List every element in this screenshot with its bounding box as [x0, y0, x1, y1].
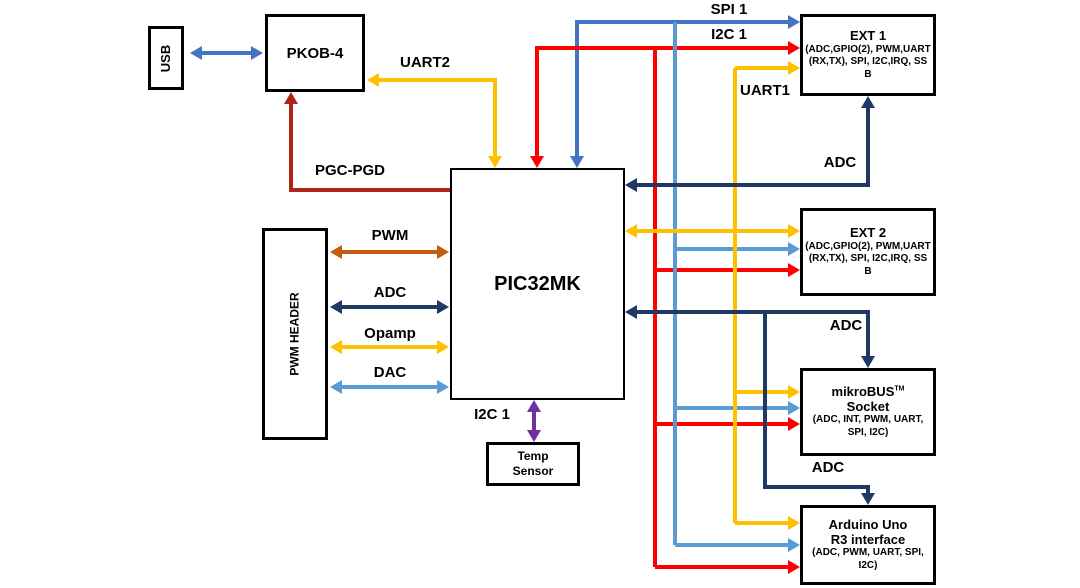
arduino-box: Arduino Uno R3 interface (ADC, PWM, UART… — [800, 505, 936, 585]
adc-lower-wire — [625, 305, 875, 505]
uart2-label: UART2 — [399, 54, 450, 71]
pgc-pgd-label: PGC-PGD — [314, 162, 385, 179]
ext2-box: EXT 2 (ADC,GPIO(2), PWM,UART (RX,TX), SP… — [800, 208, 936, 296]
adc-mikrobus-label: ADC — [829, 317, 863, 334]
dac-wire — [330, 380, 449, 394]
uart-trunk-wire — [625, 61, 800, 530]
temp-sensor-box: Temp Sensor — [486, 442, 580, 486]
adc-left-wire — [330, 300, 449, 314]
pwm-wire — [330, 245, 449, 259]
adc-ext1-label: ADC — [823, 154, 857, 171]
mikrobus-title2: Socket — [846, 398, 890, 414]
temp-sensor-label-line1: Temp — [517, 449, 549, 463]
spi1-wire — [570, 15, 800, 168]
opamp-wire — [330, 340, 449, 354]
arduino-detail: (ADC, PWM, UART, SPI, I2C) — [812, 547, 924, 571]
arduino-title-line2: R3 interface — [830, 531, 906, 547]
usb-label: USB — [158, 44, 174, 72]
pgc-pgd-wire — [284, 92, 450, 192]
pwm-label: PWM — [371, 227, 409, 244]
i2c-temp-wire — [527, 400, 541, 442]
mikrobus-title: mikroBUSTM — [831, 383, 905, 399]
arduino-title-line1: Arduino Uno — [828, 516, 908, 532]
ext1-detail: (ADC,GPIO(2), PWM,UART (RX,TX), SPI, I2C… — [805, 43, 931, 80]
opamp-label: Opamp — [364, 325, 416, 342]
spi-trunk-wire — [673, 22, 800, 552]
ext2-title: EXT 2 — [849, 224, 887, 240]
tm-superscript: TM — [894, 385, 905, 393]
ext1-box: EXT 1 (ADC,GPIO(2), PWM,UART (RX,TX), SP… — [800, 14, 936, 96]
pic32mk-box: PIC32MK — [450, 168, 625, 400]
pic32mk-label: PIC32MK — [494, 272, 581, 295]
uart1-label: UART1 — [740, 82, 791, 99]
uart2-wire — [367, 73, 502, 168]
pwm-header-label: PWM HEADER — [288, 292, 302, 376]
mikrobus-box: mikroBUSTM Socket (ADC, INT, PWM, UART, … — [800, 368, 936, 456]
temp-sensor-label-line2: Sensor — [512, 464, 554, 478]
adc-ext1-wire — [625, 96, 875, 192]
mikrobus-detail: (ADC, INT, PWM, UART, SPI, I2C) — [812, 414, 924, 438]
usb-box: USB — [148, 26, 184, 90]
adc-arduino-label: ADC — [811, 459, 845, 476]
pkob4-label: PKOB-4 — [286, 44, 344, 62]
ext1-title: EXT 1 — [849, 27, 887, 43]
adc-left-label: ADC — [373, 284, 407, 301]
i2c-trunk-wire — [653, 48, 800, 574]
ext2-detail: (ADC,GPIO(2), PWM,UART (RX,TX), SPI, I2C… — [805, 240, 931, 277]
i2c1-wire — [530, 41, 800, 168]
dac-label: DAC — [373, 364, 407, 381]
i2c1-label: I2C 1 — [711, 26, 747, 43]
pwm-header-box: PWM HEADER — [262, 228, 328, 440]
usb-pkob4-wire — [190, 46, 263, 60]
pkob4-box: PKOB-4 — [265, 14, 365, 92]
spi1-label: SPI 1 — [710, 1, 748, 18]
i2c-temp-label: I2C 1 — [474, 406, 510, 423]
